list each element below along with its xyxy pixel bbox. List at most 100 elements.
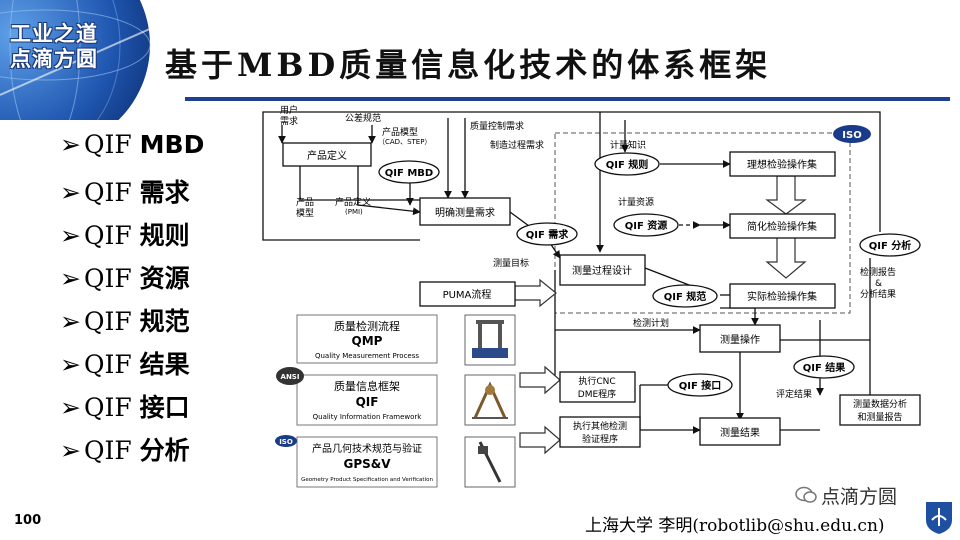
node-qif-mbd-label: QIF MBD: [385, 168, 433, 179]
brand-line-2: 点滴方圆: [10, 47, 98, 71]
label-tol-spec: 公差规范: [345, 112, 381, 124]
iso-badge-icon: ISO: [833, 125, 871, 143]
arrow-bullet-icon: ➢: [60, 350, 81, 379]
node-report-label-1: 测量数据分析: [853, 398, 907, 410]
framework-diagram: 产品定义 明确测量需求 理想检验操作集 简化检验操作集 测量过程设计 PUMA流…: [255, 103, 950, 493]
label-user-req-2: 需求: [280, 115, 298, 127]
label-measure-resource: 计量资源: [618, 196, 654, 208]
brand-logo-text: 工业之道 点滴方圆: [10, 22, 98, 72]
node-qif-result: [793, 355, 855, 379]
arrow-bullet-icon: ➢: [60, 393, 81, 422]
label-prod-def-pmi-2: (PMI): [345, 208, 363, 216]
node-measure-op-label: 测量操作: [720, 333, 760, 346]
page-number: 100: [14, 513, 42, 528]
node-qif-analysis-label: QIF 分析: [869, 239, 912, 252]
bullet-item: ➢QIF 规范: [60, 302, 204, 345]
node-measure-op: [699, 324, 781, 353]
label-prod-model-2: （CAD、STEP）: [378, 138, 431, 146]
caliper-icon: [464, 436, 516, 488]
bullet-item: ➢QIF 接口: [60, 388, 204, 431]
outer-feedback-line: [262, 111, 881, 232]
corner-globe-decoration: [0, 0, 170, 120]
iso-badge-text: ISO: [842, 130, 861, 141]
node-cnc-label-1: 执行CNC: [578, 375, 615, 387]
bullet-label: 分析: [139, 436, 190, 465]
standard-qif-en: Quality Information Framework: [313, 413, 423, 421]
bullet-label: 需求: [139, 178, 190, 207]
node-qif-rule-label: QIF 规则: [606, 158, 649, 171]
label-measure-target: 测量目标: [493, 257, 529, 269]
arrow-bullet-icon: ➢: [60, 264, 81, 293]
standard-qif-box: [296, 374, 438, 426]
iso-small-badge-text: ISO: [279, 438, 293, 446]
label-measure-knowledge: 计量知识: [610, 139, 646, 151]
node-other-label-1: 执行其他检测: [573, 420, 627, 432]
standard-gpsv-abbr: GPS&V: [343, 457, 391, 471]
label-inspect-report-1: 检测报告: [860, 266, 896, 278]
bullet-prefix: QIF: [84, 350, 140, 379]
label-user-req-1: 用户: [280, 104, 298, 116]
ansi-badge-icon: ANSI: [276, 367, 304, 385]
wechat-icon: [795, 486, 817, 509]
label-prod-model-left-2: 模型: [296, 208, 314, 219]
bullet-prefix: QIF: [84, 393, 140, 422]
brand-line-1: 工业之道: [10, 22, 98, 46]
node-measure-result: [699, 417, 781, 446]
node-prod-def-label: 产品定义: [307, 149, 347, 162]
node-qif-analysis: [859, 233, 921, 257]
node-qif-interface: [667, 373, 733, 397]
framework-diagram-svg: 产品定义 明确测量需求 理想检验操作集 简化检验操作集 测量过程设计 PUMA流…: [262, 104, 921, 488]
robot-arm-icon: [464, 374, 516, 426]
node-other-label-2: 验证程序: [582, 433, 618, 445]
bullet-label: 规范: [139, 307, 190, 336]
node-ideal-op: [729, 151, 836, 177]
node-other-inspect: [559, 416, 641, 448]
bullet-list: ➢QIF MBD ➢QIF 需求 ➢QIF 规则 ➢QIF 资源 ➢QIF 规范…: [60, 130, 204, 474]
bullet-item: ➢QIF MBD: [60, 130, 204, 173]
wechat-text: 点滴方圆: [821, 486, 898, 508]
label-eval-result: 评定结果: [776, 388, 812, 400]
node-report: [839, 394, 921, 426]
bullet-prefix: QIF: [84, 264, 140, 293]
node-measure-result-label: 测量结果: [720, 426, 760, 439]
node-qif-resource-label: QIF 资源: [625, 219, 668, 232]
node-puma-label: PUMA流程: [443, 288, 492, 301]
label-inspect-report-2: &: [875, 279, 882, 289]
node-qif-req-label: QIF 需求: [526, 228, 570, 241]
node-clear-req-label: 明确测量需求: [435, 206, 495, 219]
standard-qmp-zh: 质量检测流程: [334, 319, 400, 333]
footer-author: 上海大学 李明(robotlib@shu.edu.cn): [585, 516, 885, 536]
standard-gpsv-zh: 产品几何技术规范与验证: [312, 442, 422, 455]
arrow-bullet-icon: ➢: [60, 178, 81, 207]
bullet-prefix: QIF: [84, 436, 140, 465]
node-simple-op: [729, 213, 836, 239]
bullet-prefix: QIF: [84, 307, 140, 336]
node-measure-design-label: 测量过程设计: [572, 264, 632, 277]
node-cnc-label-2: DME程序: [578, 388, 616, 400]
node-qif-interface-label: QIF 接口: [679, 379, 722, 392]
bullet-label: 资源: [139, 264, 190, 293]
title-divider: [185, 97, 950, 101]
node-qif-rule: [594, 152, 660, 176]
bullet-label: MBD: [139, 130, 205, 159]
label-prod-model-1: 产品模型: [382, 126, 418, 138]
arrow-bullet-icon: ➢: [60, 221, 81, 250]
cmm-machine-icon: [464, 314, 516, 366]
label-inspect-report-3: 分析结果: [860, 288, 896, 300]
node-qif-spec-label: QIF 规范: [664, 290, 707, 303]
bullet-prefix: QIF: [84, 178, 140, 207]
bullet-item: ➢QIF 分析: [60, 431, 204, 474]
standard-qif-abbr: QIF: [356, 395, 379, 409]
arrow-bullet-icon: ➢: [60, 307, 81, 336]
label-qc-req: 质量控制需求: [470, 120, 524, 132]
node-qif-req: [516, 222, 578, 246]
node-clear-req: [419, 197, 511, 226]
arrow-bullet-icon: ➢: [60, 436, 81, 465]
bullet-label: 接口: [139, 393, 190, 422]
bullet-prefix: QIF: [84, 130, 140, 159]
node-cnc: [559, 371, 636, 403]
standard-gpsv-box: [296, 436, 438, 488]
bullet-item: ➢QIF 规则: [60, 216, 204, 259]
node-qif-result-label: QIF 结果: [803, 361, 847, 374]
node-report-label-2: 和测量报告: [857, 411, 902, 423]
